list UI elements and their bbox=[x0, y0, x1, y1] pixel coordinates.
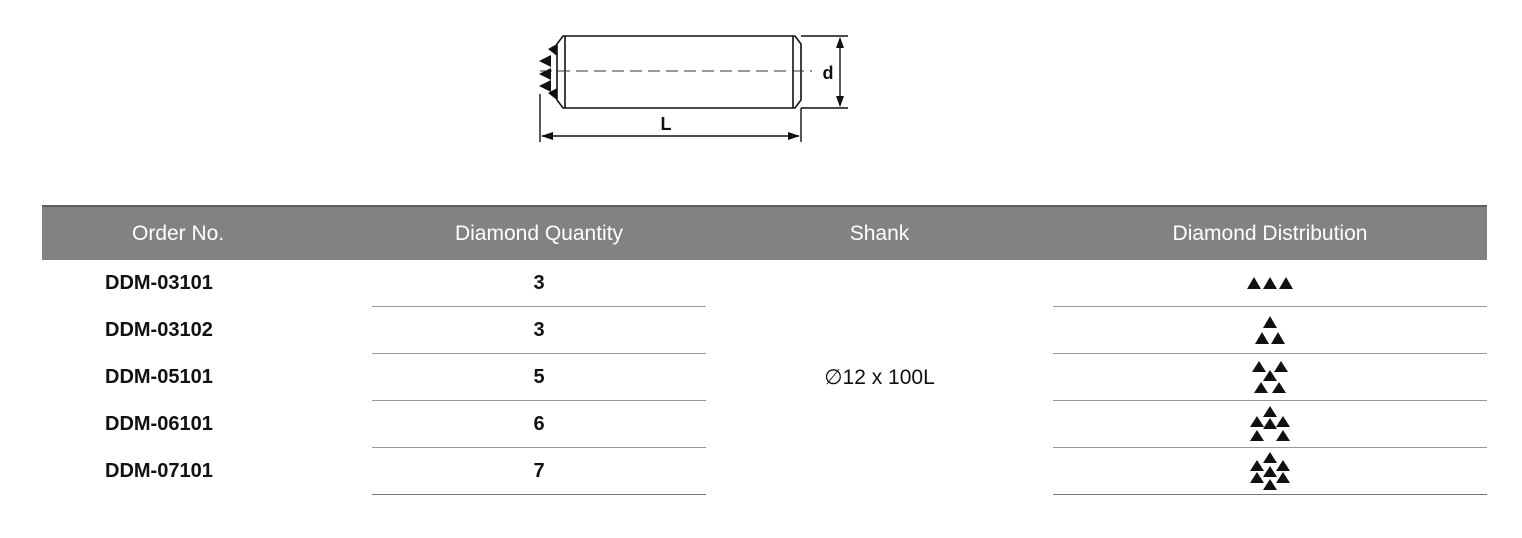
diameter-dimension bbox=[801, 35, 848, 109]
seven-diamonds-cluster-icon bbox=[1250, 452, 1290, 490]
header-order-no: Order No. bbox=[42, 205, 372, 260]
diamond-quantity: 6 bbox=[372, 400, 706, 448]
order-number: DDM-03102 bbox=[105, 318, 213, 341]
three-diamonds-in-line-icon bbox=[1247, 277, 1293, 289]
table-row: DDM-06101 6 bbox=[42, 400, 1487, 448]
diamond-quantity: 3 bbox=[372, 260, 706, 307]
order-number: DDM-05101 bbox=[105, 365, 213, 388]
six-diamonds-cluster-icon bbox=[1250, 406, 1290, 441]
diamond-distribution bbox=[1053, 353, 1487, 401]
table-header-row: Order No. Diamond Quantity Shank Diamond… bbox=[42, 205, 1487, 260]
diamond-distribution bbox=[1053, 400, 1487, 448]
product-spec-table: Order No. Diamond Quantity Shank Diamond… bbox=[42, 205, 1487, 495]
tool-dimension-drawing: d L bbox=[539, 35, 848, 142]
five-diamonds-cluster-icon bbox=[1252, 361, 1288, 393]
tool-body bbox=[556, 35, 802, 109]
diameter-label: d bbox=[823, 63, 834, 83]
length-dimension bbox=[539, 94, 802, 142]
header-diamond-quantity: Diamond Quantity bbox=[372, 205, 706, 260]
order-number: DDM-03101 bbox=[105, 271, 213, 294]
order-number: DDM-07101 bbox=[105, 459, 213, 482]
table-row: DDM-05101 5 bbox=[42, 353, 1487, 401]
diamond-quantity: 7 bbox=[372, 447, 706, 495]
diamond-distribution bbox=[1053, 447, 1487, 495]
table-row: DDM-03102 3 bbox=[42, 306, 1487, 354]
length-label: L bbox=[661, 114, 672, 134]
three-diamonds-triangle-icon bbox=[1255, 316, 1285, 344]
header-diamond-distribution: Diamond Distribution bbox=[1053, 205, 1487, 260]
diamond-quantity: 5 bbox=[372, 353, 706, 401]
diamond-quantity: 3 bbox=[372, 306, 706, 354]
table-row: DDM-07101 7 bbox=[42, 447, 1487, 495]
table-row: DDM-03101 3 ∅12 x 100L bbox=[42, 260, 1487, 389]
header-shank: Shank bbox=[706, 205, 1053, 260]
diamond-distribution bbox=[1053, 260, 1487, 307]
diamond-tips-icon bbox=[539, 44, 557, 100]
diamond-distribution bbox=[1053, 306, 1487, 354]
shank-size: ∅12 x 100L bbox=[824, 365, 935, 389]
order-number: DDM-06101 bbox=[105, 412, 213, 435]
